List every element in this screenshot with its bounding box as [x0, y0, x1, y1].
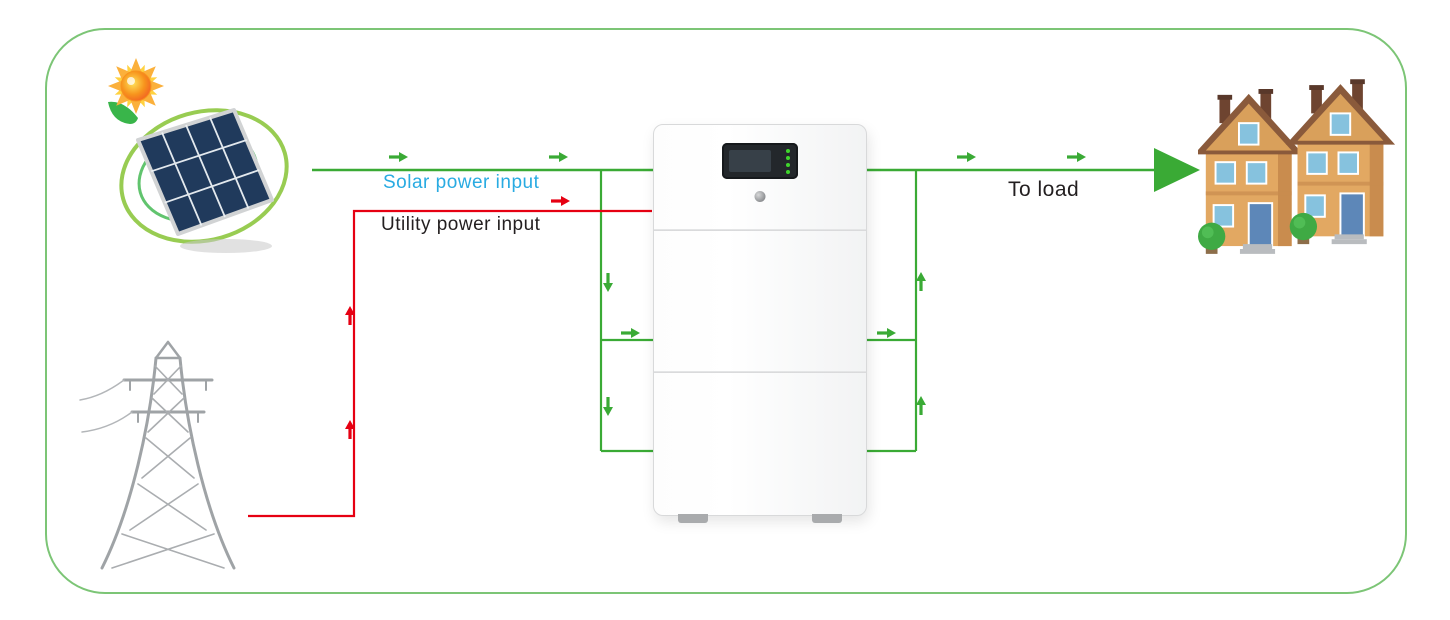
led-icon: [786, 149, 790, 153]
flow-arrow-icon: [387, 150, 410, 164]
flow-arrow-icon: [914, 270, 928, 293]
module-seam: [654, 371, 866, 373]
diagram-frame: [45, 28, 1407, 594]
battery-inverter-unit: [653, 124, 867, 523]
flow-arrow-icon: [914, 394, 928, 417]
led-icon: [786, 156, 790, 160]
flow-arrow-icon: [601, 271, 615, 294]
inverter-display-screen: [722, 143, 798, 179]
module-seam: [654, 229, 866, 231]
led-icon: [786, 163, 790, 167]
power-button-icon: [754, 191, 766, 202]
solar-panel-icon: [108, 58, 289, 253]
sun-icon: [108, 58, 164, 114]
load-arrowhead-icon: [1154, 148, 1200, 192]
to-load-label: To load: [1008, 178, 1080, 201]
display-glass: [729, 150, 771, 172]
battery-branch-right-line: [864, 170, 918, 453]
solar-power-input-label: Solar power input: [383, 172, 540, 193]
flow-arrow-icon: [549, 194, 572, 208]
led-icon: [786, 170, 790, 174]
inverter-foot: [812, 514, 842, 523]
panel-grid-lines: [151, 117, 260, 226]
panel-shadow: [180, 239, 272, 253]
flow-arrow-icon: [619, 326, 642, 340]
utility-power-input-label: Utility power input: [381, 214, 541, 235]
flow-arrow-icon: [1065, 150, 1088, 164]
flow-arrow-icon: [875, 326, 898, 340]
flow-arrow-icon: [955, 150, 978, 164]
flow-arrow-icon: [601, 395, 615, 418]
battery-branch-left-line: [599, 170, 656, 453]
utility-flow-line: [248, 209, 652, 518]
status-led-icons: [786, 149, 790, 174]
flow-arrow-icon: [547, 150, 570, 164]
utility-tower-icon: [79, 340, 236, 570]
inverter-foot: [678, 514, 708, 523]
